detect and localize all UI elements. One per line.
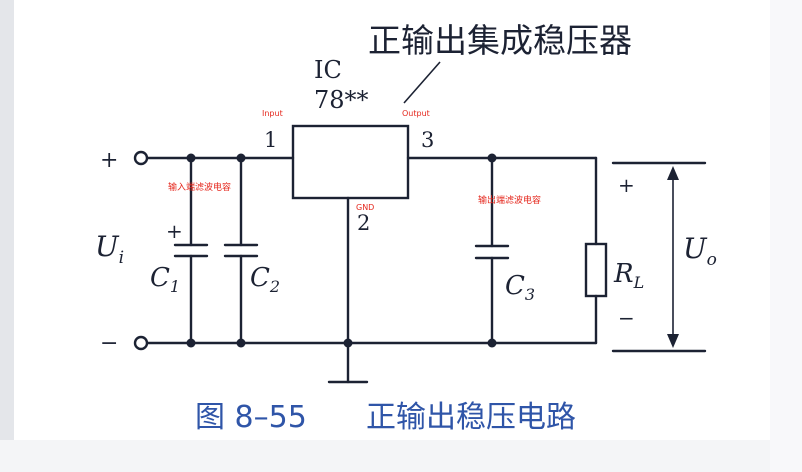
page-edge-left [0,0,14,472]
figure-caption: 正输出稳压电路 [366,400,576,435]
c1-label: C1 [150,263,180,296]
pin-number-output: 3 [421,128,434,152]
input-plus-sign: + [100,148,118,173]
junction-c3-top [487,153,497,163]
pin-number-input: 1 [264,128,277,152]
junction-c1-bottom [186,338,196,348]
junction-c1-top [186,153,196,163]
junction-c3-bottom [487,338,497,348]
title-pointer-line [403,61,441,104]
regulator-ic-box [291,124,410,200]
ic-model: 78** [314,86,369,114]
output-plus-sign: + [618,173,635,197]
input-terminal-bottom [133,335,149,351]
junction-c2-bottom [236,338,246,348]
pin-label-output: Output [402,109,430,118]
page-edge-bottom [0,440,802,472]
junction-c2-top [236,153,246,163]
ic-label: IC [314,56,342,84]
pin-number-gnd: 2 [357,211,370,235]
junction-gnd [343,338,353,348]
input-terminal-top [133,150,149,166]
input-minus-sign: − [100,331,118,356]
output-arrow-head-top [667,166,679,180]
load-resistor [584,242,608,298]
c2-label: C2 [250,263,280,296]
page-edge-right [770,0,802,472]
regulator-title: 正输出集成稳压器 [368,21,632,60]
output-minus-sign: − [618,306,635,330]
output-filter-annotation: 输出端滤波电容 [478,194,541,206]
pin-label-input: Input [262,109,283,118]
input-filter-annotation: 输入端滤波电容 [168,181,231,193]
input-voltage-label: Ui [95,230,124,268]
output-voltage-label: Uo [683,232,717,270]
output-arrow-head-bottom [667,334,679,348]
pin-label-gnd: GND [356,203,374,212]
rl-label: RL [613,259,644,292]
c1-polarity-sign: + [166,219,183,243]
c3-label: C3 [505,271,535,304]
figure-number: 图 8–55 [195,400,307,435]
